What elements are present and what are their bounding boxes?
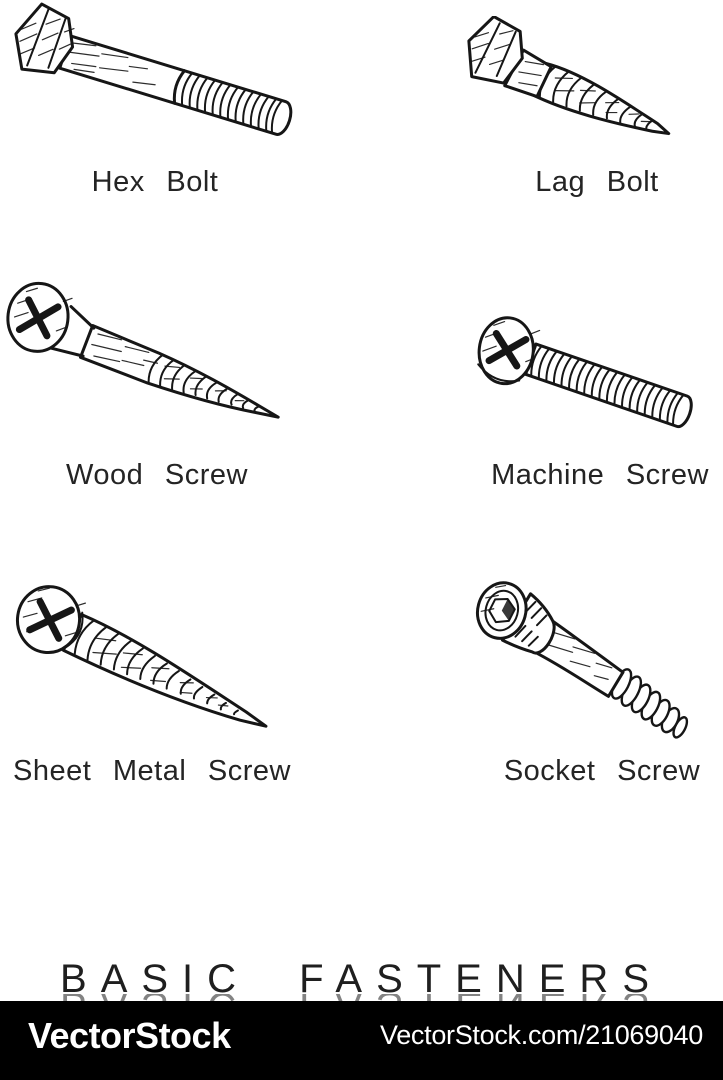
sheet-metal-screw-head (15, 585, 86, 655)
wood-screw-head (6, 281, 96, 358)
socket-screw-drawing (475, 581, 689, 739)
sheet-metal-screw-shaft (61, 613, 268, 728)
figure-label-lag-bolt: Lag Bolt (535, 166, 659, 198)
figure-wood-screw (2, 274, 328, 442)
socket-screw-threads (610, 668, 689, 739)
socket-screw-shank (531, 618, 625, 698)
figure-label-sheet-metal-screw: Sheet Metal Screw (13, 755, 291, 787)
vectorstock-logo: VectorStock (28, 1014, 231, 1056)
figure-label-machine-screw: Machine Screw (491, 459, 709, 491)
hex-bolt-shank (58, 34, 293, 136)
figure-machine-screw (474, 306, 722, 438)
lag-bolt-threads (529, 62, 671, 136)
sheet-metal-screw-drawing (15, 585, 268, 728)
wood-screw-drawing (6, 281, 280, 419)
watermark-bar: VectorStock VectorStock.com/21069040 (0, 1001, 723, 1080)
lag-bolt-head (467, 16, 524, 85)
figure-hex-bolt (4, 2, 310, 154)
lag-bolt-drawing (467, 16, 671, 136)
hex-bolt-drawing (14, 2, 293, 136)
machine-screw-head (477, 316, 541, 386)
figure-sheet-metal-screw (12, 578, 324, 736)
figure-label-wood-screw: Wood Screw (66, 459, 248, 491)
socket-screw-head (475, 581, 556, 655)
page-title: BASIC FASTENERS (60, 957, 663, 1001)
watermark-site-ref: VectorStock.com/21069040 (379, 1020, 703, 1050)
figure-socket-screw (470, 574, 720, 740)
wood-screw-shaft (78, 324, 280, 419)
figure-label-socket-screw: Socket Screw (503, 755, 701, 787)
lag-bolt-collar (503, 48, 553, 99)
figure-label-hex-bolt: Hex Bolt (91, 166, 219, 198)
machine-screw-shaft (524, 342, 693, 429)
hex-bolt-head (14, 2, 75, 75)
machine-screw-drawing (477, 316, 693, 429)
figure-lag-bolt (458, 16, 710, 158)
